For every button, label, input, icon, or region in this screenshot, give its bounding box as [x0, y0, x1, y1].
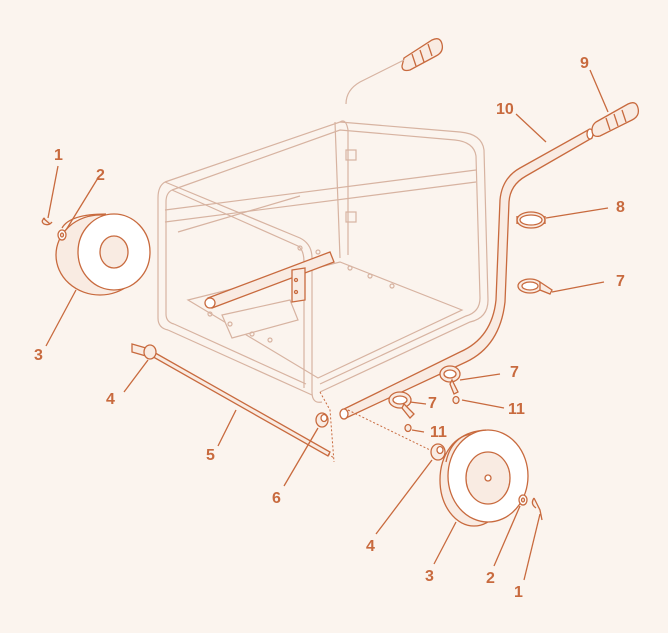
left-bushing [143, 344, 157, 360]
callout-3-right: 3 [425, 568, 434, 585]
callout-4-right: 4 [366, 538, 375, 555]
callout-7-mid: 7 [428, 395, 437, 412]
right-cotter-pin [531, 497, 543, 521]
callout-7-low: 7 [616, 273, 625, 290]
nut-right [452, 395, 460, 405]
left-wheel [55, 213, 151, 296]
callout-labels: 1 2 3 4 5 6 4 3 2 1 7 7 7 8 9 10 11 11 [34, 55, 625, 601]
callout-6: 6 [272, 490, 281, 507]
handle-grip [591, 102, 640, 138]
leader-lines [45, 69, 609, 581]
callout-1-left: 1 [54, 147, 63, 164]
clamp-mid [439, 365, 461, 395]
callout-8: 8 [616, 199, 625, 216]
center-bushing [315, 412, 329, 428]
frame-grip [345, 38, 444, 105]
clamp-low [388, 391, 415, 419]
nut-mid [404, 423, 412, 433]
callout-4-left: 4 [106, 391, 115, 408]
right-wheel [439, 429, 529, 527]
handle-tube [339, 128, 594, 420]
band-clamp [516, 211, 546, 229]
callout-7-top: 7 [510, 364, 519, 381]
callout-3-left: 3 [34, 347, 43, 364]
left-washer [57, 229, 67, 241]
left-cotter-pin [41, 217, 53, 226]
clamp-top-right [517, 278, 553, 295]
callout-1-right: 1 [514, 584, 523, 601]
callout-10: 10 [496, 101, 514, 118]
callout-5: 5 [206, 447, 215, 464]
right-bushing [430, 443, 446, 461]
frame-axle [204, 251, 335, 309]
callout-11-mid: 11 [430, 424, 447, 441]
right-washer [518, 494, 528, 506]
assembly-guide [347, 409, 431, 451]
assembly-guide [319, 391, 335, 463]
callout-9: 9 [580, 55, 589, 72]
callout-11-right: 11 [508, 401, 525, 418]
callout-2-right: 2 [486, 570, 495, 587]
callout-2-left: 2 [96, 167, 105, 184]
